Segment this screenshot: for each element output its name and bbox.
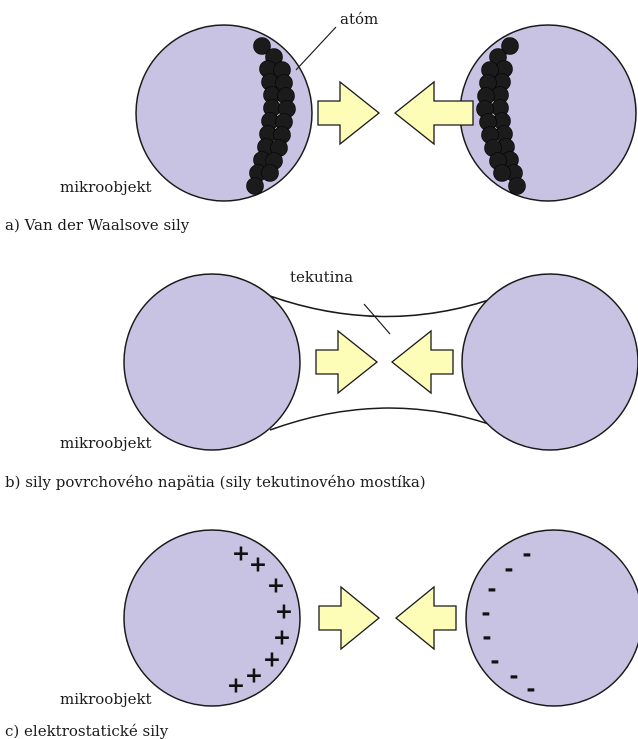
panel-b: tekutina mikroobjekt b) sily povrchového…: [5, 268, 638, 491]
minus-sign: -: [509, 665, 518, 690]
arrow-right-icon: [318, 82, 379, 144]
caption-c: c) elektrostatické sily: [5, 722, 169, 739]
atom: [494, 165, 511, 182]
arrow-left-icon: [396, 587, 456, 649]
caption-a: a) Van der Waalsove sily: [5, 216, 190, 234]
caption-b: b) sily povrchového napätia (sily tekuti…: [5, 473, 426, 491]
atom: [262, 165, 279, 182]
microobject-label-c: mikroobjekt: [60, 690, 152, 708]
atom-callout-line: [296, 27, 336, 70]
microobject-label-a: mikroobjekt: [60, 178, 152, 196]
plus-sign: +: [232, 542, 250, 567]
plus-sign: +: [245, 664, 263, 689]
minus-sign: -: [522, 543, 531, 568]
liquid-callout-line: [364, 304, 390, 334]
arrow-left-icon: [395, 82, 473, 144]
microobject-label-b: mikroobjekt: [60, 434, 152, 452]
plus-sign: +: [263, 648, 281, 673]
arrow-right-icon: [316, 331, 377, 393]
arrow-left-icon: [392, 331, 453, 393]
minus-sign: -: [487, 578, 496, 603]
atom-label: atóm: [340, 10, 378, 28]
plus-sign: +: [267, 574, 285, 599]
plus-sign: +: [249, 553, 267, 578]
minus-sign: -: [490, 650, 499, 675]
liquid-bridge-bottom: [270, 408, 506, 430]
arrow-right-icon: [319, 587, 379, 649]
liquid-label: tekutina: [290, 268, 353, 286]
minus-sign: -: [526, 678, 535, 703]
liquid-bridge-top: [270, 294, 506, 317]
microobject-right-b: [462, 274, 638, 450]
atom: [509, 178, 526, 195]
panel-a: atóm mikroobjekt a) Van der Waalsove sil…: [5, 10, 636, 234]
plus-sign: +: [275, 600, 293, 625]
minus-sign: -: [504, 558, 513, 583]
microobject-left-c: [124, 530, 300, 706]
plus-sign: +: [227, 674, 245, 699]
atom: [247, 178, 264, 195]
microobject-left-b: [124, 274, 300, 450]
minus-sign: -: [481, 602, 490, 627]
minus-sign: -: [482, 626, 491, 651]
panel-c: ++++++++-------- mikroobjekt c) elektros…: [5, 530, 638, 739]
microobject-right-c: [466, 530, 638, 706]
